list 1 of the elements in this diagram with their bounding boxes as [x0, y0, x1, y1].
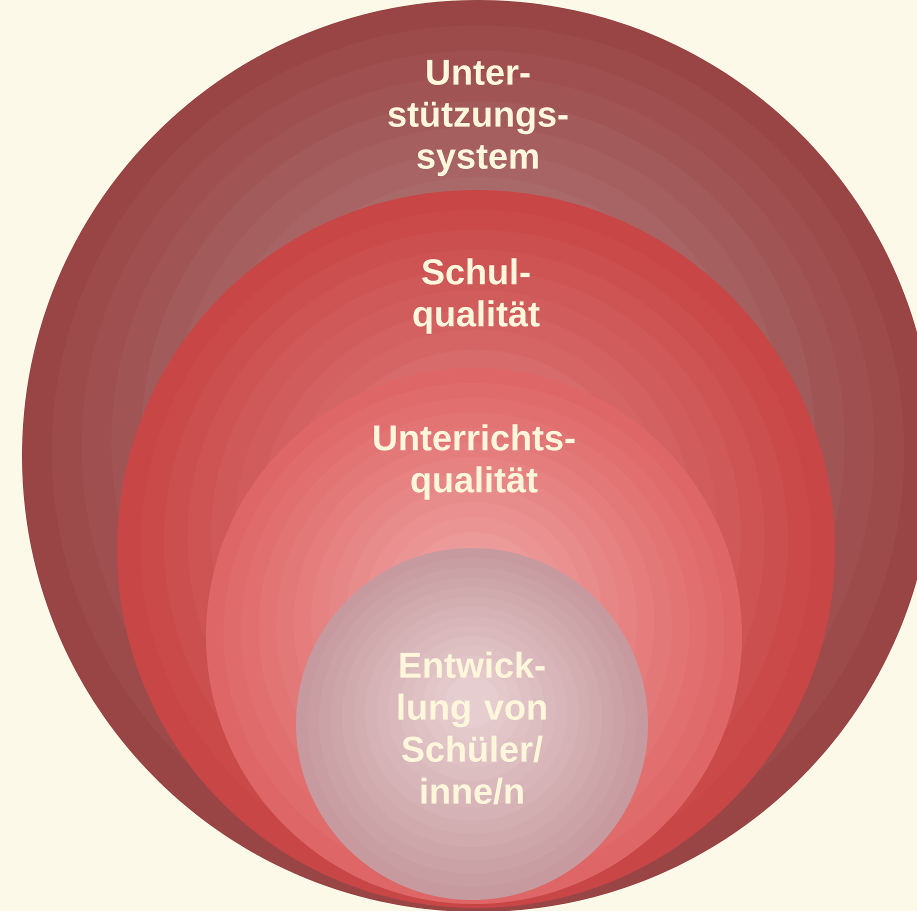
circle-node: Entwick- lung von Schüler/ inne/n [296, 548, 648, 900]
